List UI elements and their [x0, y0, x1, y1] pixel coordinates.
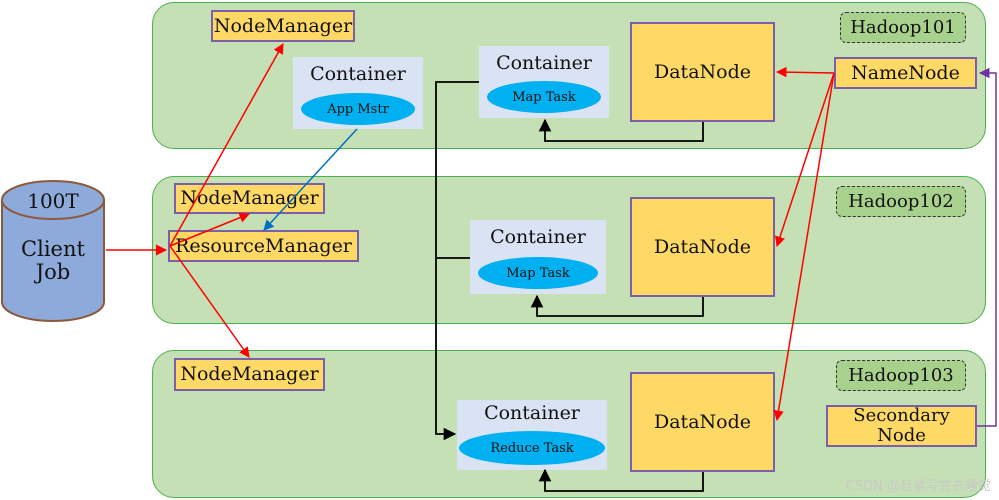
arrow-rm-to-nm3 [169, 245, 250, 358]
map-task-1: Map Task [487, 81, 601, 113]
datanode-hadoop102: DataNode [630, 197, 775, 297]
container-title: Container [310, 63, 406, 85]
nodemanager-hadoop103: NodeManager [174, 358, 325, 391]
arrow-rm-to-nm1 [169, 43, 284, 247]
arrow-namenode-to-datanode1 [775, 66, 835, 78]
host-label-hadoop102: Hadoop102 [836, 186, 966, 217]
arrow-rm-to-nm2 [169, 212, 250, 247]
client-job-label: Client Job [21, 237, 85, 285]
client-job-shape [0, 180, 105, 322]
arrow-appmaster-to-rm [263, 128, 358, 231]
app-master-task: App Mstr [301, 93, 415, 125]
namenode: NameNode [834, 57, 977, 89]
client-job-cylinder: 100T Client Job [0, 180, 106, 322]
resourcemanager: ResourceManager [168, 230, 359, 262]
container-map-task-2: Container Map Task [470, 220, 606, 294]
arrow-datanode2-to-maptask2 [530, 294, 704, 317]
datanode-hadoop101: DataNode [630, 22, 775, 122]
datanode-hadoop103: DataNode [630, 372, 775, 472]
map-task-2: Map Task [478, 257, 598, 289]
arrow-namenode-to-datanode2 [774, 72, 835, 247]
secondary-namenode: Secondary Node [826, 405, 977, 447]
reduce-task: Reduce Task [459, 431, 605, 465]
container-map-task-1: Container Map Task [479, 46, 609, 118]
container-title: Container [490, 226, 586, 248]
nodemanager-hadoop102: NodeManager [174, 183, 325, 214]
container-app-master: Container App Mstr [293, 57, 423, 129]
arrow-secondary-to-namenode [977, 67, 997, 427]
watermark: CSDN @赶紧写完去睡觉 [845, 479, 991, 494]
arrow-namenode-to-datanode3 [773, 72, 835, 422]
host-label-hadoop103: Hadoop103 [836, 360, 966, 391]
client-data-size: 100T [27, 189, 79, 213]
nodemanager-hadoop101: NodeManager [211, 10, 355, 42]
arrow-datanode3-to-reducetask [538, 468, 704, 492]
container-reduce-task: Container Reduce Task [457, 400, 607, 470]
container-title: Container [496, 52, 592, 74]
arrow-datanode1-to-maptask1 [538, 118, 704, 142]
container-title: Container [484, 402, 580, 424]
host-label-hadoop101: Hadoop101 [840, 12, 966, 43]
